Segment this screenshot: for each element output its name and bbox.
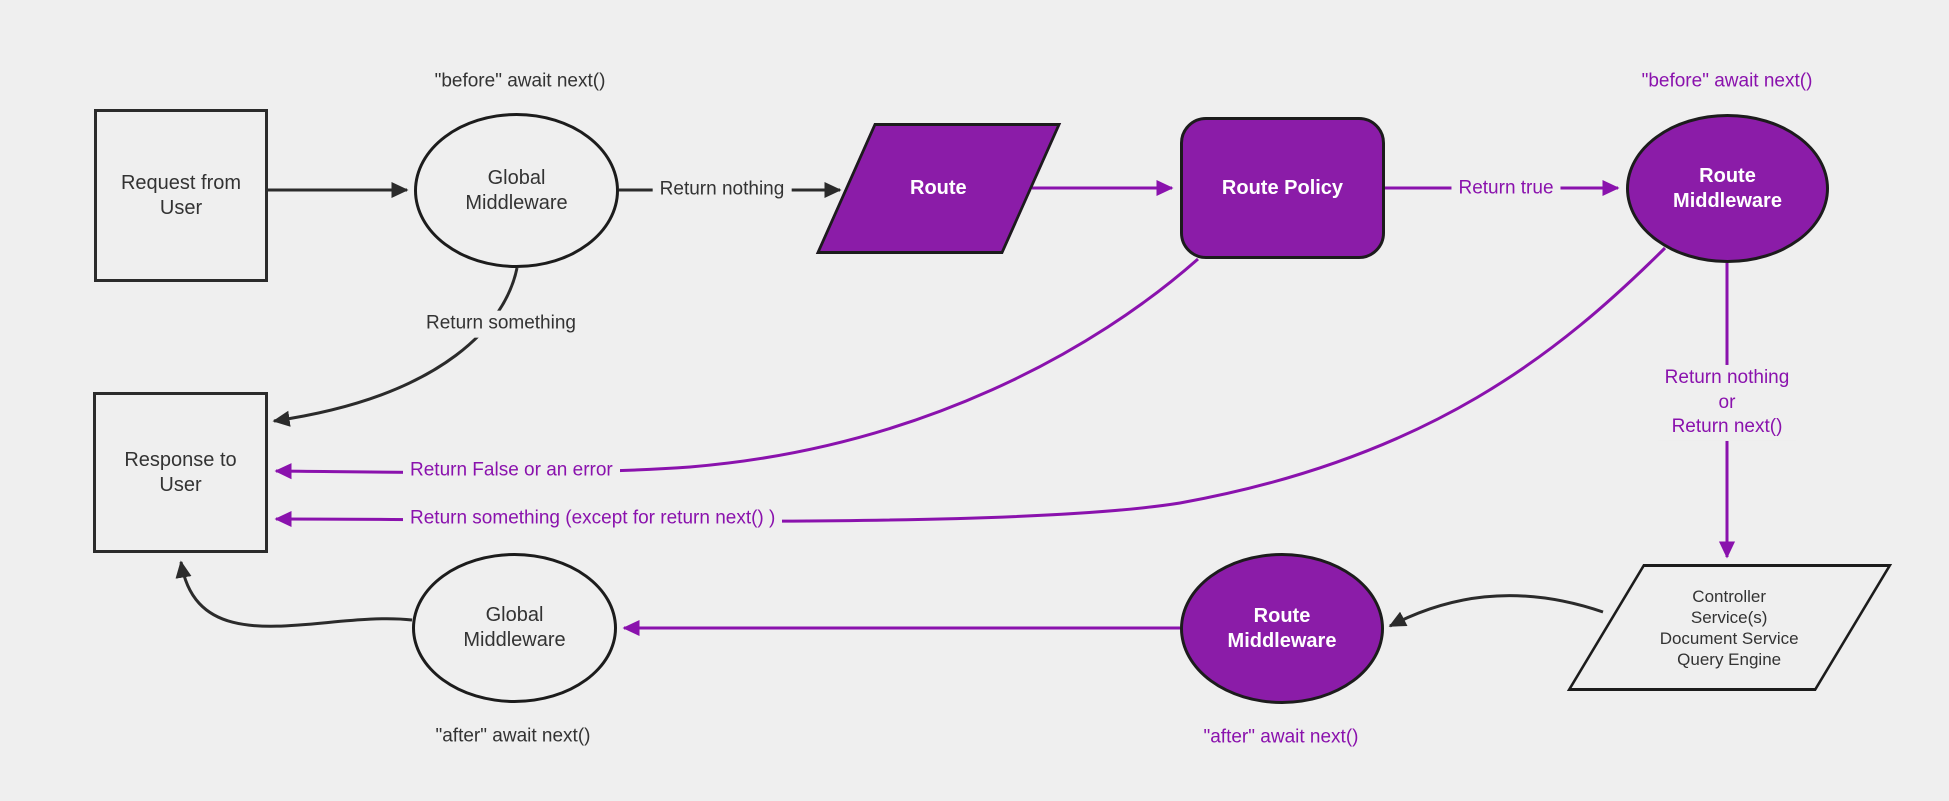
node-request-from-user-label: Request from User (120, 171, 242, 219)
edge-route-policy-to-response (274, 257, 1199, 480)
label-after-await-next-black: "after" await next() (435, 725, 591, 747)
node-request-from-user: Request from User (94, 109, 268, 282)
node-global-middleware-bottom: Global Middleware (412, 553, 617, 703)
edge-controller-to-route-middleware-bottom (1388, 594, 1604, 628)
label-after-await-next-purple: "after" await next() (1203, 726, 1359, 748)
controller-line-4: Query Engine (1677, 649, 1782, 669)
controller-line-3: Document Service (1660, 628, 1799, 648)
node-global-middleware-bottom-label: Global Middleware (463, 604, 566, 651)
controller-line-2: Service(s) (1691, 607, 1768, 627)
label-return-nothing-black: Return nothing (652, 176, 792, 204)
node-route-middleware-top: Route Middleware (1626, 114, 1829, 263)
node-global-middleware-top: Global Middleware (414, 113, 619, 268)
node-route-middleware-bottom: Route Middleware (1180, 553, 1384, 704)
node-route-middleware-bottom-label: Route Middleware (1227, 604, 1337, 652)
edge-global-middleware-to-response (272, 267, 519, 427)
node-route-policy-label: Route Policy (1221, 176, 1344, 199)
node-global-middleware-top-label: Global Middleware (465, 166, 568, 214)
label-return-true: Return true (1451, 175, 1561, 203)
node-route-label: Route (910, 177, 967, 199)
label-return-nothing-or-line-3: Return next() (1671, 416, 1783, 438)
label-return-nothing-or-line-1: Return nothing (1664, 366, 1790, 388)
edge-global-middleware-bottom-to-response (175, 560, 413, 628)
controller-line-1: Controller (1692, 586, 1767, 606)
label-return-something-black: Return something (419, 310, 583, 338)
node-route-middleware-top-label: Route Middleware (1673, 164, 1782, 212)
label-before-await-next-purple: "before" await next() (1641, 70, 1813, 92)
label-before-await-next-black: "before" await next() (434, 70, 606, 92)
node-response-to-user: Response to User (93, 392, 268, 553)
node-controller-services-label: Controller Service(s) Document Service Q… (1660, 586, 1799, 670)
node-response-to-user-label: Response to User (124, 448, 237, 496)
label-return-false-or-error: Return False or an error (403, 457, 620, 485)
label-return-nothing-or-return-next: Return nothing or Return next() (1657, 364, 1797, 442)
node-route-policy: Route Policy (1180, 117, 1385, 259)
label-return-nothing-or-line-2: or (1718, 391, 1736, 413)
label-return-something-except: Return something (except for return next… (403, 505, 783, 533)
